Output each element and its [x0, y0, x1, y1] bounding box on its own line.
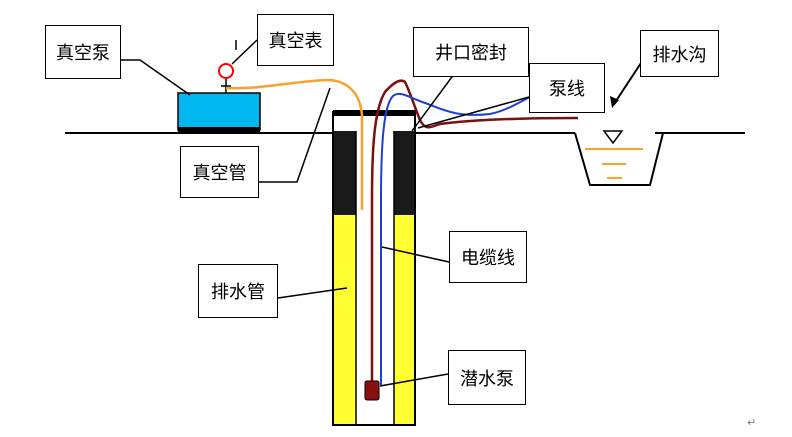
leader-submersible-pump	[379, 373, 449, 387]
label-vacuum-pump: 真空泵	[45, 25, 121, 79]
leader-drain-pipe	[277, 287, 348, 299]
vacuum-pump-base	[178, 127, 260, 132]
label-submersible-pump: 潜水泵	[448, 350, 526, 405]
label-well-seal: 井口密封	[413, 27, 529, 77]
well-cap	[333, 110, 415, 116]
right-filter-pack	[394, 215, 414, 424]
leader-vacuum-pipe	[259, 87, 331, 183]
leader-cable	[381, 246, 450, 263]
label-pump-cable: 泵线	[529, 63, 605, 113]
vacuum-pump-body	[177, 92, 261, 131]
right-seal-block	[394, 131, 414, 215]
drain-ditch	[574, 132, 664, 186]
gauge-icon	[218, 63, 234, 79]
submersible-pump	[364, 380, 380, 401]
arrow-head	[610, 96, 619, 108]
leader-vacuum-pump	[120, 59, 191, 96]
pump-cable-line	[370, 79, 579, 388]
paragraph-mark: ↵	[747, 416, 757, 429]
leader-drain-ditch	[613, 62, 642, 105]
water-level-icon	[602, 130, 624, 145]
label-vacuum-pipe: 真空管	[180, 146, 259, 198]
electric-cable-line	[380, 92, 536, 385]
left-seal-block	[334, 131, 356, 215]
label-drain-pipe: 排水管	[198, 264, 278, 318]
label-cable: 电缆线	[449, 231, 527, 283]
vacuum-pipe-line	[225, 78, 364, 210]
leader-pump-cable	[417, 96, 530, 129]
left-filter-pack	[334, 215, 356, 424]
label-drain-ditch: 排水沟	[640, 30, 719, 77]
label-vacuum-gauge: 真空表	[257, 14, 334, 66]
leader-vacuum-gauge	[231, 39, 258, 65]
